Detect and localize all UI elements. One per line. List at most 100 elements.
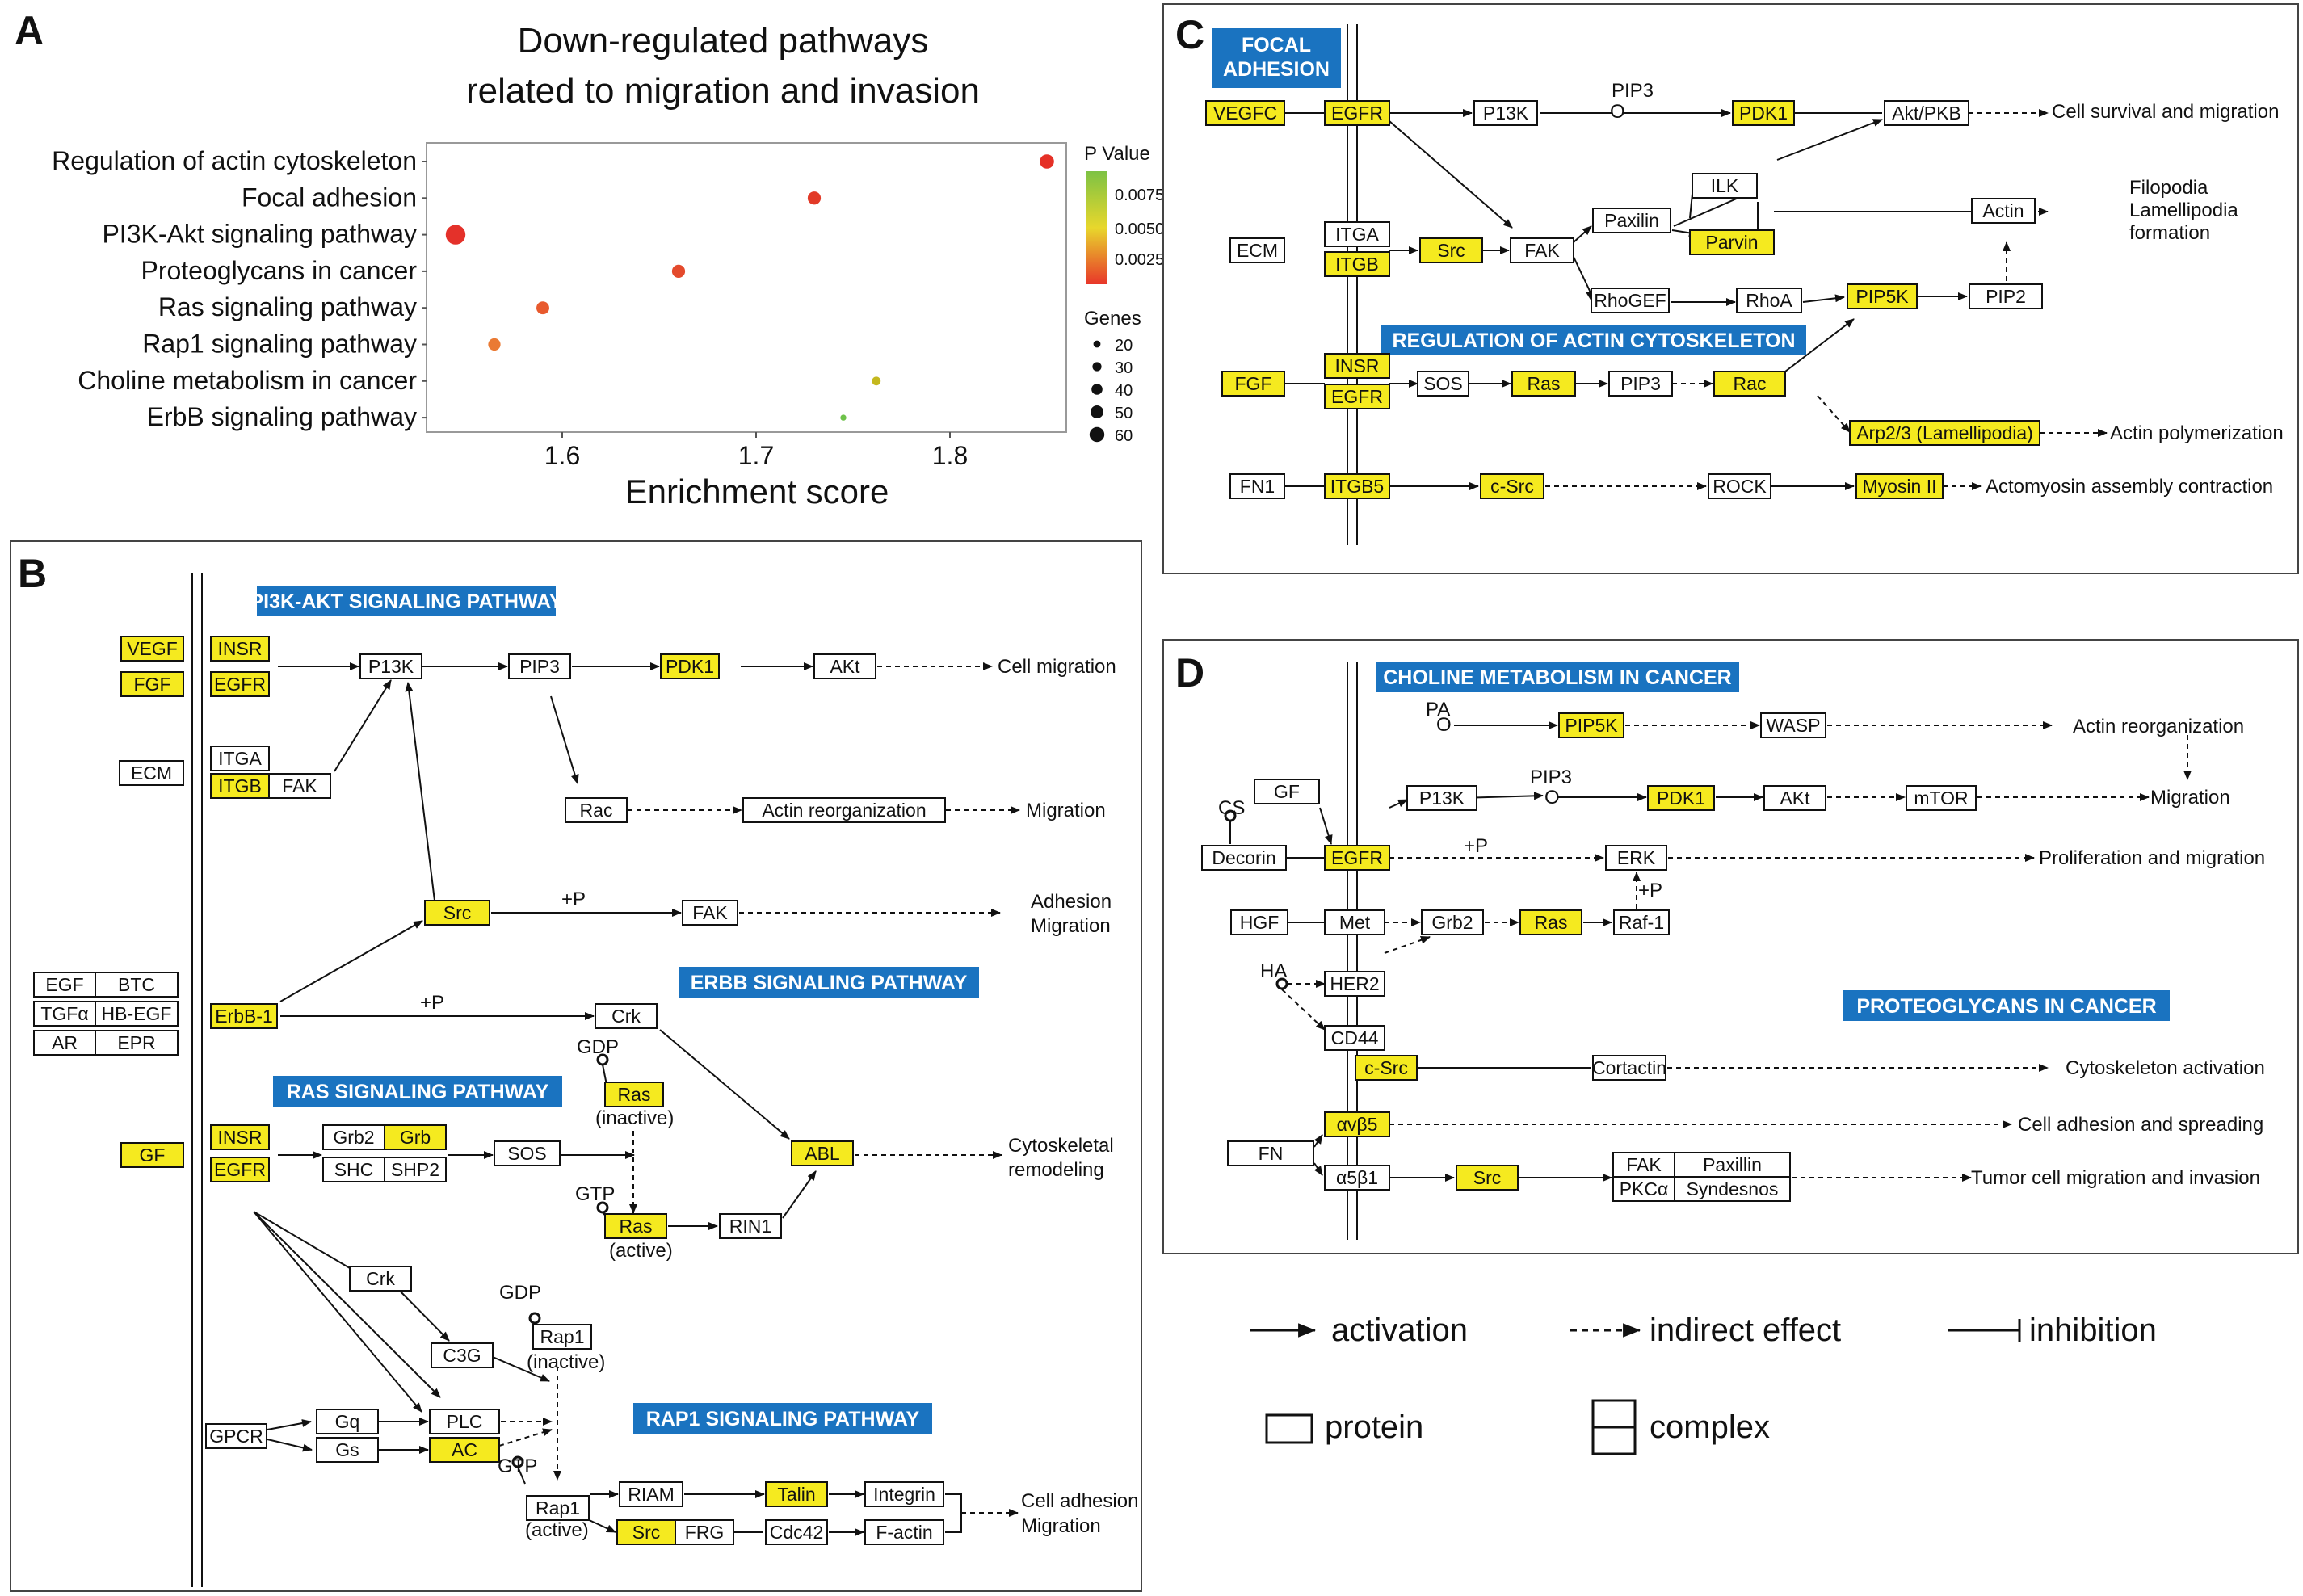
label: O — [1544, 787, 1560, 808]
node-box — [864, 1481, 944, 1507]
node-box — [1969, 284, 2043, 309]
activation-edge — [1573, 225, 1592, 243]
panel-b-letter: B — [18, 551, 47, 596]
panel-a-letter: A — [15, 8, 44, 53]
node-box — [1324, 384, 1390, 410]
node-label: EGFR — [214, 674, 266, 695]
node-box — [1613, 909, 1670, 935]
link-edge — [1673, 197, 1739, 227]
node-label: AC — [452, 1439, 477, 1460]
activation-edge — [1319, 807, 1333, 845]
node-label: PIP5K — [1855, 286, 1909, 307]
panel-d-frame — [1162, 639, 2299, 1254]
node-akt: AKt — [1763, 785, 1826, 811]
node-box — [742, 797, 946, 823]
node-label: CD44 — [1331, 1027, 1379, 1048]
activation-edge — [391, 1282, 450, 1342]
node-gpcr: GPCR — [205, 1423, 267, 1449]
indirect-edge — [498, 1428, 553, 1447]
node-label: P13K — [1419, 788, 1465, 808]
y-tick-label: Ras signaling pathway — [158, 292, 417, 321]
node-box — [424, 900, 490, 926]
node-itgb: ITGB — [210, 773, 270, 799]
node-label: Decorin — [1212, 847, 1275, 868]
node-box — [765, 1481, 828, 1507]
band-bg — [1212, 28, 1341, 88]
node-box — [1324, 473, 1390, 499]
node-label: Rac — [580, 800, 613, 821]
label: O — [1610, 101, 1625, 123]
node-label: FGF — [134, 674, 171, 695]
band-bg — [257, 586, 556, 616]
node-label: ECM — [131, 762, 172, 783]
node-box — [359, 653, 422, 679]
panel-a: A Down-regulated pathways related to mig… — [15, 8, 1164, 510]
node-box — [765, 1519, 828, 1545]
node-label: PIP3 — [519, 656, 560, 677]
x-tick-label: 1.6 — [544, 441, 580, 470]
node-label: αvβ5 — [1337, 1114, 1378, 1135]
node-label: Gs — [335, 1439, 359, 1460]
node-box — [1324, 221, 1390, 247]
node-crk: Crk — [595, 1003, 658, 1029]
node-label: ITGA — [1335, 224, 1379, 245]
label: +P — [1638, 880, 1662, 901]
point-4 — [536, 301, 549, 315]
node-label: FAK — [1626, 1154, 1662, 1175]
node-box — [95, 1030, 179, 1056]
node-box — [508, 653, 571, 679]
band-bg — [1376, 662, 1739, 692]
label: Migration — [2150, 787, 2230, 808]
node-insr: INSR — [210, 636, 270, 662]
label: remodeling — [1008, 1159, 1104, 1181]
node-box — [431, 1342, 494, 1368]
node-label: Src — [1473, 1167, 1502, 1188]
node-label: FAK — [282, 775, 317, 796]
label: GDP — [499, 1282, 541, 1304]
node-box — [1519, 909, 1582, 935]
node-akt: AKt — [813, 653, 876, 679]
node-fn: FN — [1227, 1140, 1314, 1166]
node-box — [316, 1409, 379, 1434]
node-box — [322, 1124, 385, 1150]
legend-indirect: indirect effect — [1650, 1312, 1841, 1348]
label: +P — [420, 992, 444, 1014]
node-ar: AR — [33, 1030, 96, 1056]
node-label: Akt/PKB — [1892, 103, 1961, 124]
node-shp2: SHP2 — [384, 1157, 447, 1182]
band-label: REGULATION OF ACTIN CYTOSKELETON — [1392, 330, 1795, 352]
node-fgf: FGF — [120, 671, 184, 697]
node-label: ErbB-1 — [215, 1006, 273, 1027]
node-pkca: PKCα — [1612, 1176, 1675, 1202]
node-abl: ABL — [791, 1140, 854, 1166]
chart-title-line2: related to migration and invasion — [466, 71, 980, 111]
size-legend-dot — [1093, 340, 1101, 348]
point-5 — [488, 338, 501, 351]
node-tgfa: TGFα — [33, 1001, 96, 1027]
band-rap1: RAP1 SIGNALING PATHWAY — [633, 1403, 932, 1434]
node-box — [526, 1495, 590, 1521]
node-box — [1324, 971, 1385, 997]
node-label: Crk — [366, 1268, 395, 1289]
node-box — [595, 1003, 658, 1029]
size-legend-label: 60 — [1115, 427, 1133, 445]
indirect-edge — [1384, 935, 1431, 954]
activation-edge — [405, 682, 435, 901]
node-egfr2: EGFR — [1324, 384, 1390, 410]
node-label: Ras — [1535, 912, 1568, 933]
activation-edge — [1784, 318, 1855, 372]
node-box — [1230, 909, 1288, 935]
node-label: ILK — [1711, 175, 1739, 196]
panel-b-frame — [10, 540, 1142, 1592]
node-label: VEGFC — [1213, 103, 1277, 124]
band-label: PROTEOGLYCANS IN CANCER — [1856, 995, 2156, 1018]
node-box — [384, 1157, 447, 1182]
node-box — [349, 1266, 412, 1292]
node-rhogef: RhoGEF — [1591, 288, 1670, 313]
node-box — [1849, 420, 2040, 446]
node-box — [1324, 1025, 1385, 1051]
node-box — [95, 1001, 179, 1027]
node-insr2: INSR — [210, 1124, 270, 1150]
node-actin: Actin — [1971, 198, 2036, 224]
